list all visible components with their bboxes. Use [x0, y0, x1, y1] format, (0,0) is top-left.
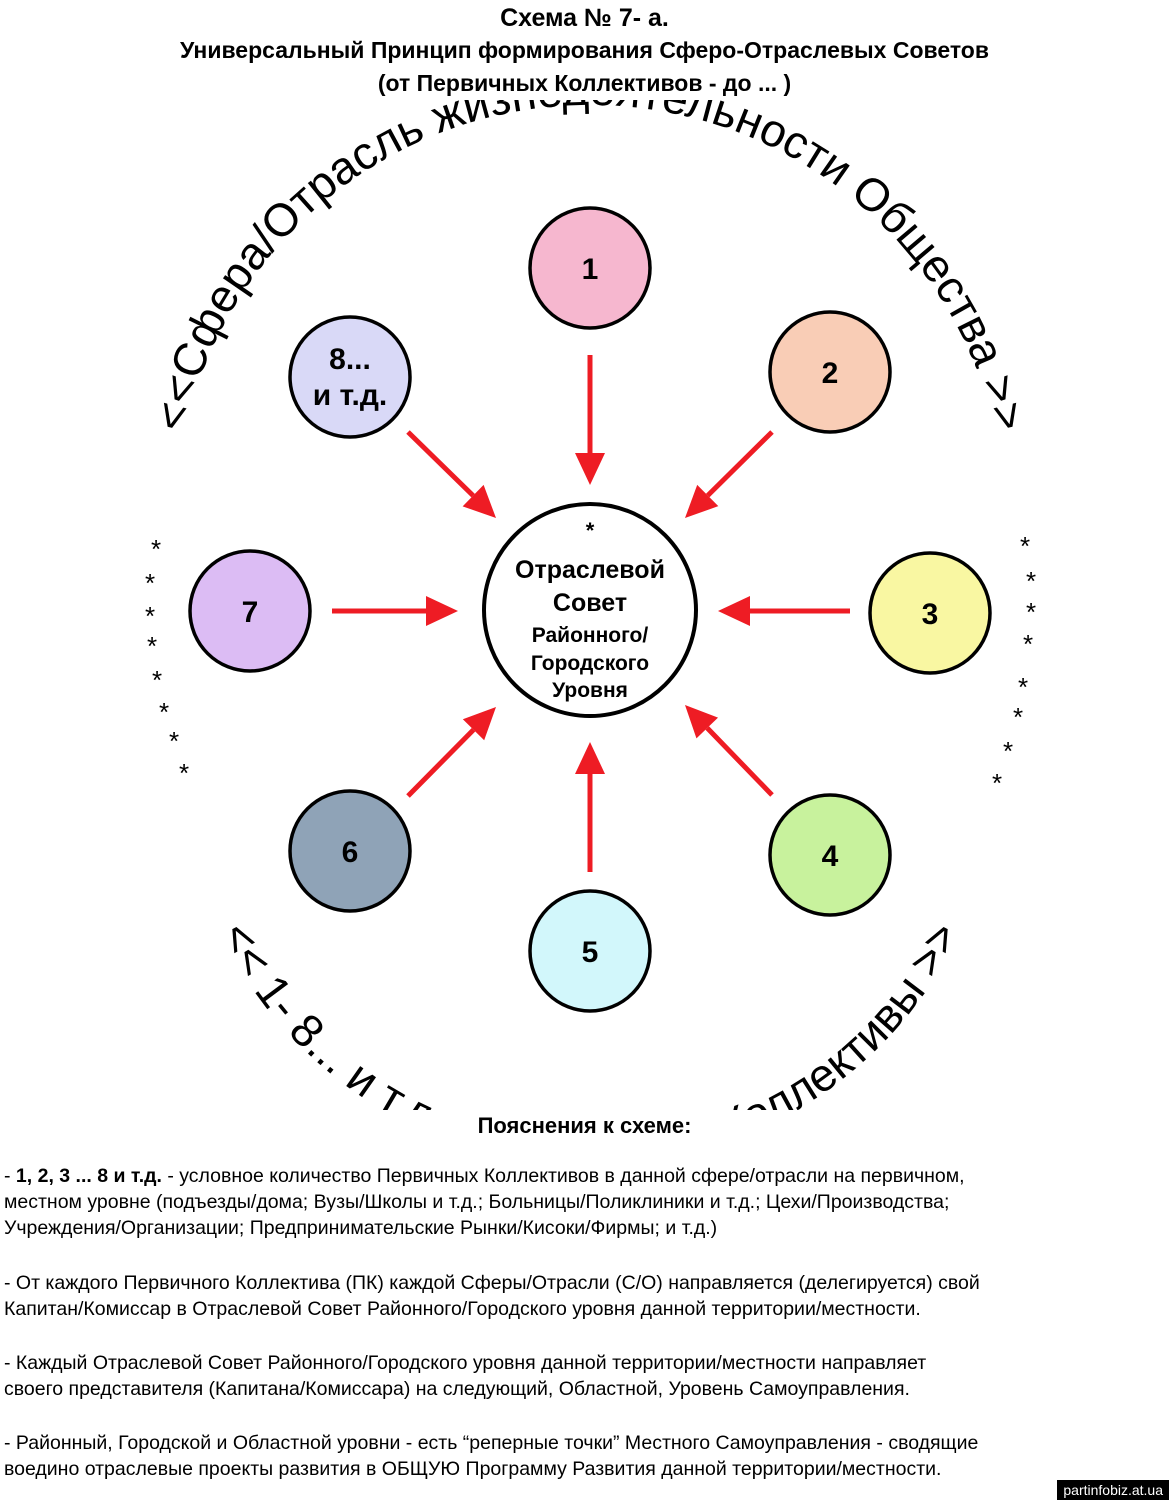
collective-node-3: 3 [868, 551, 992, 675]
star-left-8: * [179, 758, 189, 788]
site-watermark: partinfobiz.at.ua [1057, 1480, 1169, 1500]
explanation-1-text-a: - условное количество Первичных Коллекти… [161, 1165, 965, 1187]
collective-node-label-7: 7 [242, 596, 259, 629]
page-subtitle: Универсальный Принцип формирования Сферо… [180, 37, 989, 63]
collective-node-circle-8 [288, 315, 412, 439]
star-left-3: * [145, 601, 155, 631]
explanation-3-line-b: своего представителя (Капитана/Комиссара… [4, 1378, 910, 1400]
collective-node-circle-5 [528, 889, 652, 1013]
collective-node-circle-1 [528, 206, 652, 330]
star-left-7: * [169, 726, 179, 756]
star-left-1: * [151, 534, 161, 564]
explanation-3: - Каждый Отраслевой Совет Районного/Горо… [4, 1350, 1166, 1402]
collective-node-circle-7 [188, 549, 312, 673]
collective-node-label-6: 6 [342, 836, 359, 869]
explanation-1-text-b: местном уровне (подъезды/дома; Вузы/Школ… [4, 1191, 950, 1213]
arrow-head-4 [685, 705, 719, 739]
explanation-1-prefix: - [4, 1165, 16, 1187]
collective-node-circle-6 [288, 789, 412, 913]
arrow-shaft-4 [705, 726, 774, 797]
center-council: * Отраслевой Совет Районного/ Городского… [482, 502, 698, 718]
page-subtitle-2: (от Первичных Коллективов - до ... ) [377, 70, 792, 96]
center-line-5: Уровня [552, 679, 628, 702]
explanation-3-line-a: - Каждый Отраслевой Совет Районного/Горо… [4, 1352, 927, 1374]
explanation-2-line-b: Капитан/Комиссар в Отраслевой Совет Райо… [4, 1298, 921, 1320]
explanation-4-line-b: воедино отраслевые проекты развития в ОБ… [4, 1458, 942, 1480]
page-title: Схема № 7- а. [500, 4, 669, 32]
collective-node-4: 4 [768, 793, 892, 917]
collective-node-label-3: 3 [922, 598, 939, 631]
arrow-head-5 [575, 742, 605, 774]
collective-node-6: 6 [288, 789, 412, 913]
star-right-3: * [1026, 597, 1036, 627]
arrow-head-3 [718, 596, 750, 626]
collective-node-label-2: 2 [822, 357, 839, 390]
arrow-head-6 [462, 707, 496, 741]
collective-nodes: 1 2 3 4 5 6 7 8...и т.д. [188, 206, 992, 1013]
arrows [332, 355, 850, 872]
star-right-4: * [1023, 629, 1033, 659]
star-left-4: * [147, 631, 157, 661]
arrow-shaft-6 [406, 727, 476, 798]
explanations-heading: Пояснения к схеме: [477, 1113, 692, 1138]
collective-node-2: 2 [768, 310, 892, 434]
collective-node-circle-3 [868, 551, 992, 675]
arrow-shaft-2 [706, 430, 774, 498]
star-left-6: * [159, 697, 169, 727]
star-right-8: * [992, 768, 1002, 798]
explanation-1: - 1, 2, 3 ... 8 и т.д. - условное количе… [4, 1163, 1166, 1241]
council-diagram: <<Сфера/Отрасль жизнедеятельности Общест… [143, 100, 1037, 1110]
stars-right: ******** [992, 531, 1036, 798]
collective-node-label-5: 5 [582, 936, 599, 969]
arrow-head-7 [426, 596, 458, 626]
collective-node-7: 7 [188, 549, 312, 673]
stars-left: ******** [145, 534, 189, 788]
collective-node-label-4: 4 [822, 840, 839, 873]
star-right-7: * [1003, 736, 1013, 766]
star-right-5: * [1018, 672, 1028, 702]
arrow-head-1 [575, 453, 605, 485]
collective-node-5: 5 [528, 889, 652, 1013]
star-right-2: * [1026, 566, 1036, 596]
collective-node-sublabel-8: и т.д. [313, 379, 388, 412]
center-line-1: Отраслевой [515, 556, 665, 584]
star-left-2: * [145, 568, 155, 598]
collective-node-circle-2 [768, 310, 892, 434]
arrow-shaft-8 [406, 430, 475, 498]
star-left-5: * [152, 665, 162, 695]
star-right-6: * [1013, 702, 1023, 732]
collective-node-8: 8...и т.д. [288, 315, 412, 439]
explanation-4-line-a: - Районный, Городской и Областной уровни… [4, 1432, 979, 1454]
explanation-4: - Районный, Городской и Областной уровни… [4, 1430, 1166, 1482]
collective-node-label-1: 1 [582, 253, 599, 286]
collective-node-circle-4 [768, 793, 892, 917]
explanation-1-text-c: Учреждения/Организации; Предпринимательс… [4, 1217, 718, 1239]
center-line-4: Городского [531, 652, 649, 675]
explanation-1-bold: 1, 2, 3 ... 8 и т.д. [15, 1165, 162, 1187]
collective-node-1: 1 [528, 206, 652, 330]
center-line-3: Районного/ [532, 624, 649, 647]
center-line-2: Совет [553, 589, 627, 617]
explanation-2-line-a: - От каждого Первичного Коллектива (ПК) … [4, 1272, 980, 1294]
arrow-head-2 [685, 484, 719, 518]
collective-node-label-8: 8... [329, 343, 371, 376]
center-star: * [586, 518, 595, 543]
arrow-head-8 [462, 484, 496, 518]
star-right-1: * [1020, 531, 1030, 561]
explanation-2: - От каждого Первичного Коллектива (ПК) … [4, 1270, 1166, 1322]
